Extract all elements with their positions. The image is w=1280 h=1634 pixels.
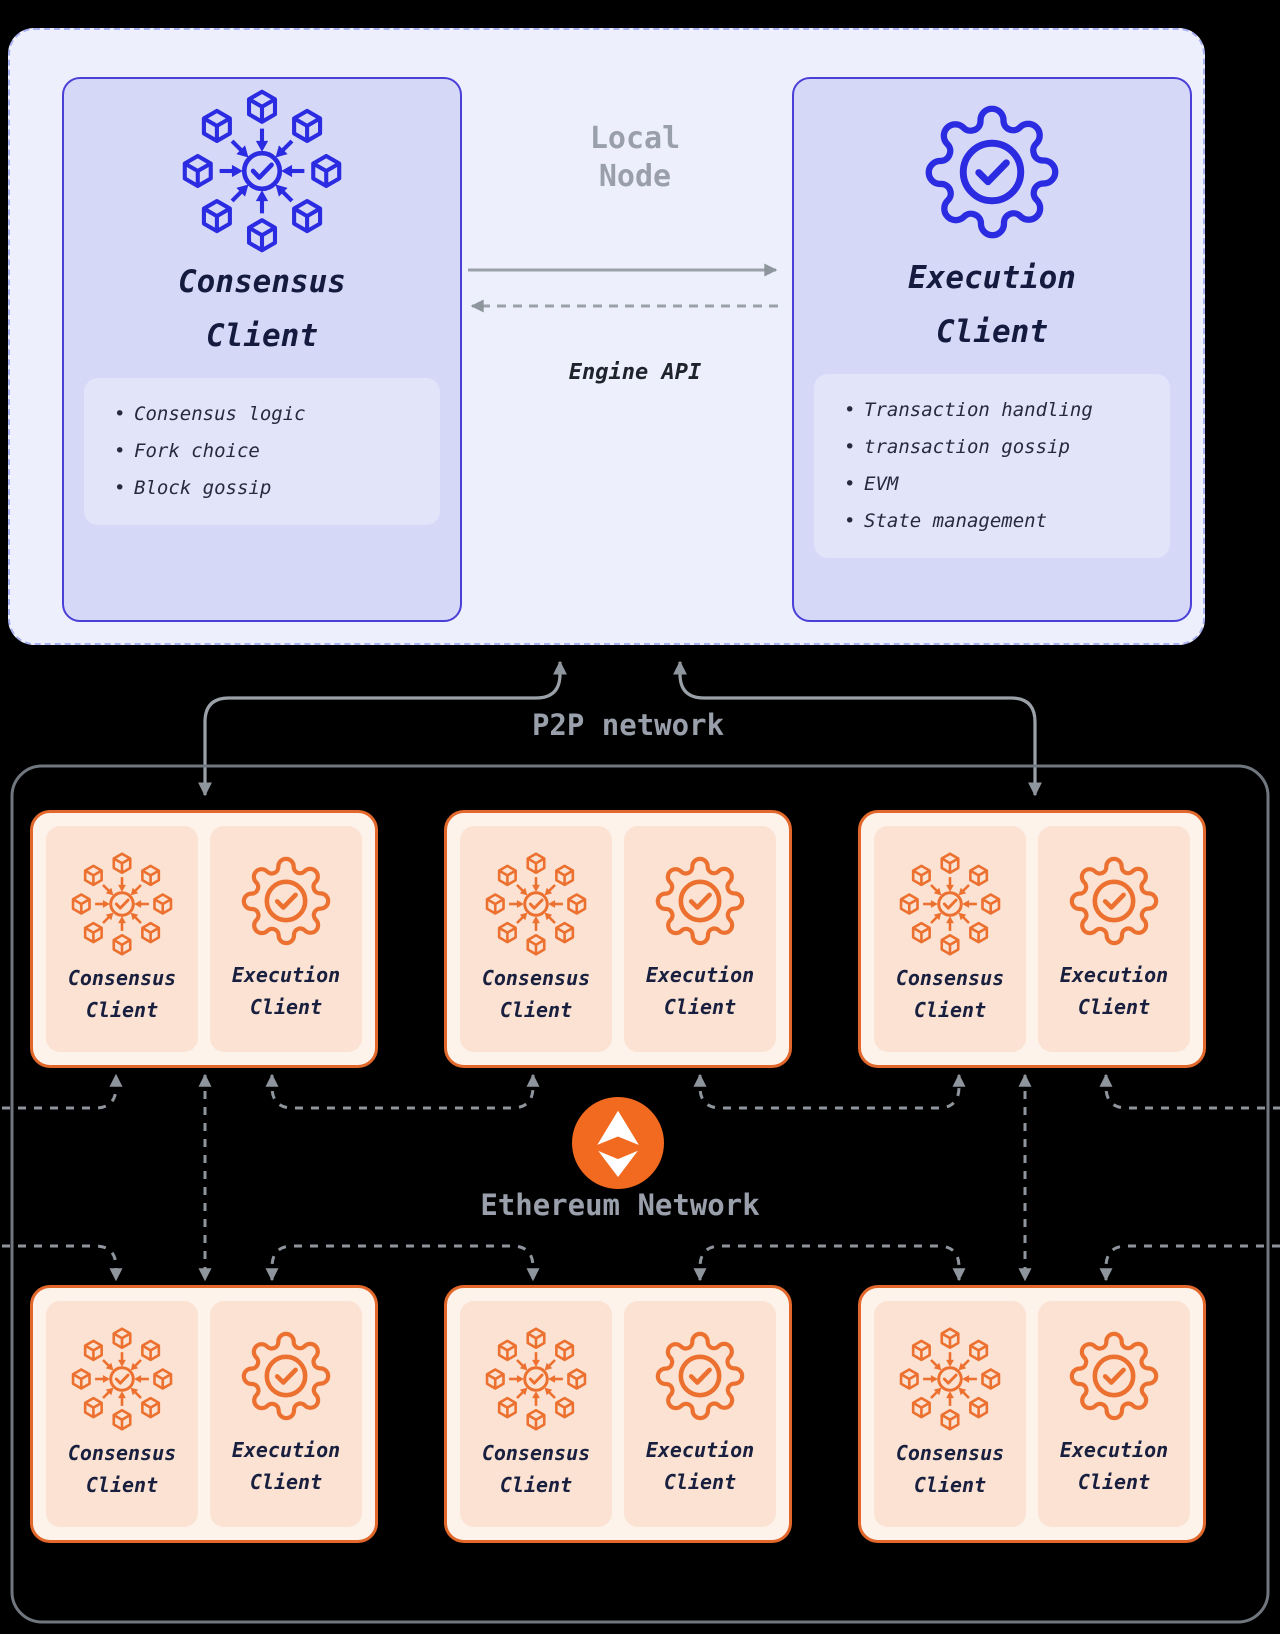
feature-item: Transaction handling	[840, 392, 1156, 429]
peer-execution-client: Execution Client	[210, 1301, 362, 1527]
peer-consensus-client: Consensus Client	[460, 1301, 612, 1527]
execution-gear-icon	[1068, 855, 1160, 947]
peer-execution-client: Execution Client	[624, 1301, 776, 1527]
feature-item: State management	[840, 503, 1156, 540]
peer-consensus-client: Consensus Client	[874, 826, 1026, 1052]
peer-node-card: Consensus Client Execution Client	[30, 810, 378, 1068]
peer-execution-client: Execution Client	[1038, 826, 1190, 1052]
peer-execution-client: Execution Client	[624, 826, 776, 1052]
execution-gear-icon	[923, 103, 1061, 241]
feature-item: EVM	[840, 466, 1156, 503]
execution-gear-icon	[1068, 1330, 1160, 1422]
local-node-container: Consensus Client Consensus logicFork cho…	[8, 28, 1205, 645]
consensus-network-icon	[70, 1327, 174, 1431]
feature-item: Consensus logic	[110, 396, 426, 433]
peer-execution-client: Execution Client	[1038, 1301, 1190, 1527]
p2p-network-label: P2P network	[531, 708, 725, 742]
consensus-network-icon	[898, 1327, 1002, 1431]
peer-execution-title: Execution Client	[1059, 1438, 1169, 1494]
peer-consensus-client: Consensus Client	[874, 1301, 1026, 1527]
peer-row-bottom: Consensus Client Execution Client Consen…	[30, 1285, 1206, 1543]
execution-gear-icon	[240, 1330, 332, 1422]
peer-execution-title: Execution Client	[1059, 963, 1169, 1019]
peer-node-card: Consensus Client Execution Client	[30, 1285, 378, 1543]
execution-gear-icon	[654, 855, 746, 947]
consensus-network-icon	[484, 852, 588, 956]
peer-node-card: Consensus Client Execution Client	[444, 1285, 792, 1543]
consensus-client-title: Consensus Client	[178, 264, 346, 355]
feature-item: Block gossip	[110, 470, 426, 507]
consensus-network-icon	[898, 852, 1002, 956]
peer-consensus-client: Consensus Client	[46, 826, 198, 1052]
ethereum-logo	[572, 1097, 664, 1189]
feature-item: transaction gossip	[840, 429, 1156, 466]
consensus-client-card: Consensus Client Consensus logicFork cho…	[62, 77, 462, 622]
execution-feature-list: Transaction handlingtransaction gossipEV…	[814, 373, 1170, 558]
engine-api-label: Engine API	[568, 360, 702, 385]
peer-row-top: Consensus Client Execution Client Consen…	[30, 810, 1206, 1068]
peer-execution-client: Execution Client	[210, 826, 362, 1052]
execution-client-card: Execution Client Transaction handlingtra…	[792, 77, 1192, 622]
execution-client-title: Execution Client	[908, 260, 1076, 351]
peer-execution-title: Execution Client	[645, 1438, 755, 1494]
peer-consensus-title: Consensus Client	[67, 966, 177, 1022]
execution-gear-icon	[654, 1330, 746, 1422]
consensus-network-icon	[70, 852, 174, 956]
peer-execution-title: Execution Client	[231, 963, 341, 1019]
peer-consensus-title: Consensus Client	[895, 966, 1005, 1022]
ethereum-network-label: Ethereum Network	[480, 1188, 760, 1222]
consensus-feature-list: Consensus logicFork choiceBlock gossip	[84, 377, 440, 525]
peer-node-card: Consensus Client Execution Client	[858, 1285, 1206, 1543]
peer-consensus-client: Consensus Client	[46, 1301, 198, 1527]
peer-consensus-title: Consensus Client	[481, 1441, 591, 1497]
local-node-label: Local Node	[589, 121, 681, 194]
peer-execution-title: Execution Client	[645, 963, 755, 1019]
peer-node-card: Consensus Client Execution Client	[858, 810, 1206, 1068]
feature-item: Fork choice	[110, 433, 426, 470]
peer-execution-title: Execution Client	[231, 1438, 341, 1494]
peer-consensus-title: Consensus Client	[895, 1441, 1005, 1497]
peer-node-card: Consensus Client Execution Client	[444, 810, 792, 1068]
consensus-network-icon	[180, 89, 344, 253]
peer-consensus-title: Consensus Client	[481, 966, 591, 1022]
peer-consensus-client: Consensus Client	[460, 826, 612, 1052]
execution-gear-icon	[240, 855, 332, 947]
consensus-network-icon	[484, 1327, 588, 1431]
peer-consensus-title: Consensus Client	[67, 1441, 177, 1497]
